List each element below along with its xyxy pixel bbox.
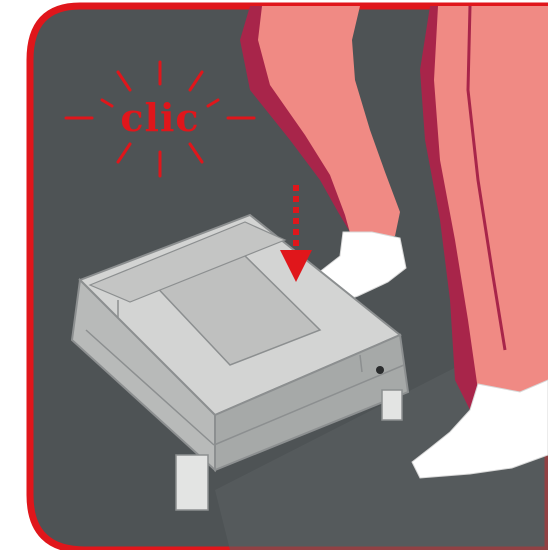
clic-sound-label: clic — [120, 95, 199, 140]
pedal-foot-left — [176, 455, 208, 510]
pedal-indicator-light — [376, 366, 384, 374]
pedal-foot-right — [382, 390, 402, 420]
